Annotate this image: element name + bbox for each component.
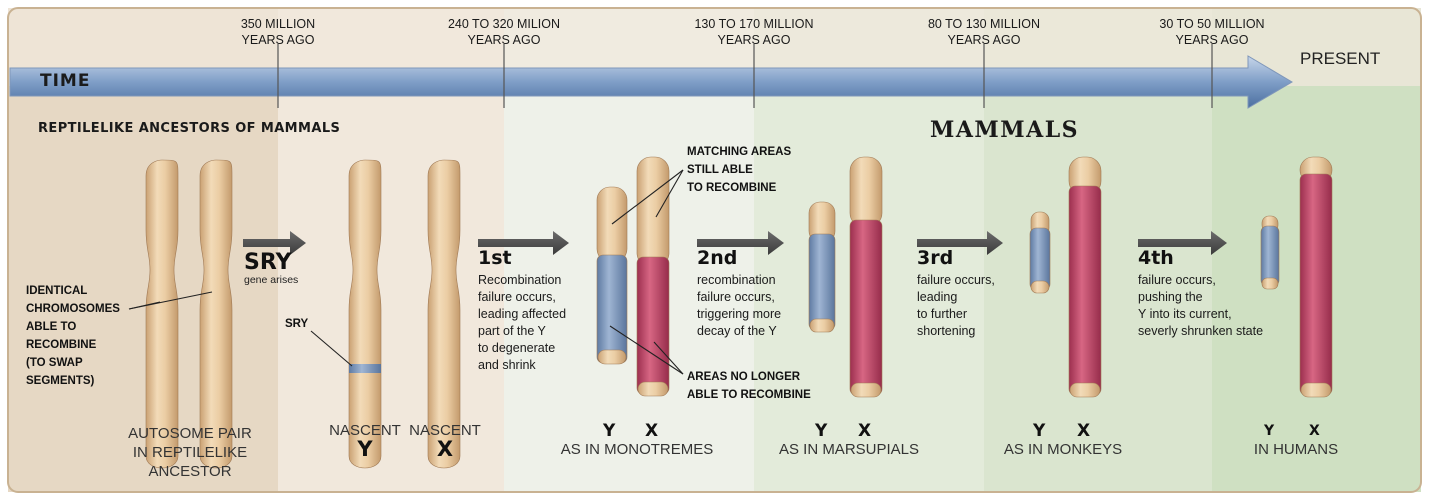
humans-x-letter: X — [1309, 423, 1320, 439]
sry-marker-label: SRY — [285, 315, 308, 333]
human-x — [1300, 174, 1332, 395]
identical-chromosomes-annotation: IDENTICAL CHROMOSOMES ABLE TO RECOMBINE … — [26, 282, 120, 390]
monkeys-y-letter: Y — [1033, 421, 1045, 441]
autosome-left — [146, 160, 178, 468]
step-3-text: failure occurs, leading to further short… — [917, 272, 995, 340]
monkey-x — [1069, 186, 1101, 395]
humans-y-letter: Y — [1264, 423, 1274, 439]
humans-caption: IN HUMANS — [1216, 440, 1376, 459]
step-2-title: 2nd — [697, 247, 737, 269]
marsupials-x-letter: X — [858, 421, 871, 441]
step-1-text: Recombination failure occurs, leading af… — [478, 272, 566, 374]
monkeys-x-letter: X — [1077, 421, 1090, 441]
nascent-x-letter: X — [390, 440, 500, 459]
monkeys-caption: AS IN MONKEYS — [963, 440, 1163, 459]
monotreme-y — [597, 255, 627, 363]
step-1-title: 1st — [478, 247, 512, 269]
autosome-caption: AUTOSOME PAIR IN REPTILELIKE ANCESTOR — [100, 424, 280, 481]
step-4-text: failure occurs, pushing the Y into its c… — [1138, 272, 1263, 340]
no-longer-annotation: AREAS NO LONGER ABLE TO RECOMBINE — [687, 368, 811, 404]
step-3-title: 3rd — [917, 247, 953, 269]
nascent-x-caption: NASCENT X — [390, 421, 500, 459]
step-2-text: recombination failure occurs, triggering… — [697, 272, 781, 340]
monotremes-x-letter: X — [645, 421, 658, 441]
mammals-heading: MAMMALS — [930, 117, 1079, 143]
sry-band — [349, 364, 381, 373]
sry-step-title: SRY — [244, 250, 292, 275]
step-4-title: 4th — [1138, 247, 1174, 269]
ancestors-heading: REPTILELIKE ANCESTORS OF MAMMALS — [38, 121, 340, 136]
marsupials-y-letter: Y — [815, 421, 827, 441]
monotreme-x — [637, 257, 669, 394]
autosome-right — [200, 160, 232, 468]
marsupial-y — [809, 234, 835, 330]
human-y — [1261, 226, 1279, 286]
present-label: PRESENT — [1300, 49, 1380, 69]
timeline-label: TIME — [40, 71, 90, 91]
matching-areas-annotation: MATCHING AREAS STILL ABLE TO RECOMBINE — [687, 143, 791, 197]
marsupials-caption: AS IN MARSUPIALS — [749, 440, 949, 459]
monotremes-caption: AS IN MONOTREMES — [537, 440, 737, 459]
marsupial-x — [850, 220, 882, 395]
monotremes-y-letter: Y — [603, 421, 615, 441]
sry-step-text: gene arises — [244, 274, 298, 286]
